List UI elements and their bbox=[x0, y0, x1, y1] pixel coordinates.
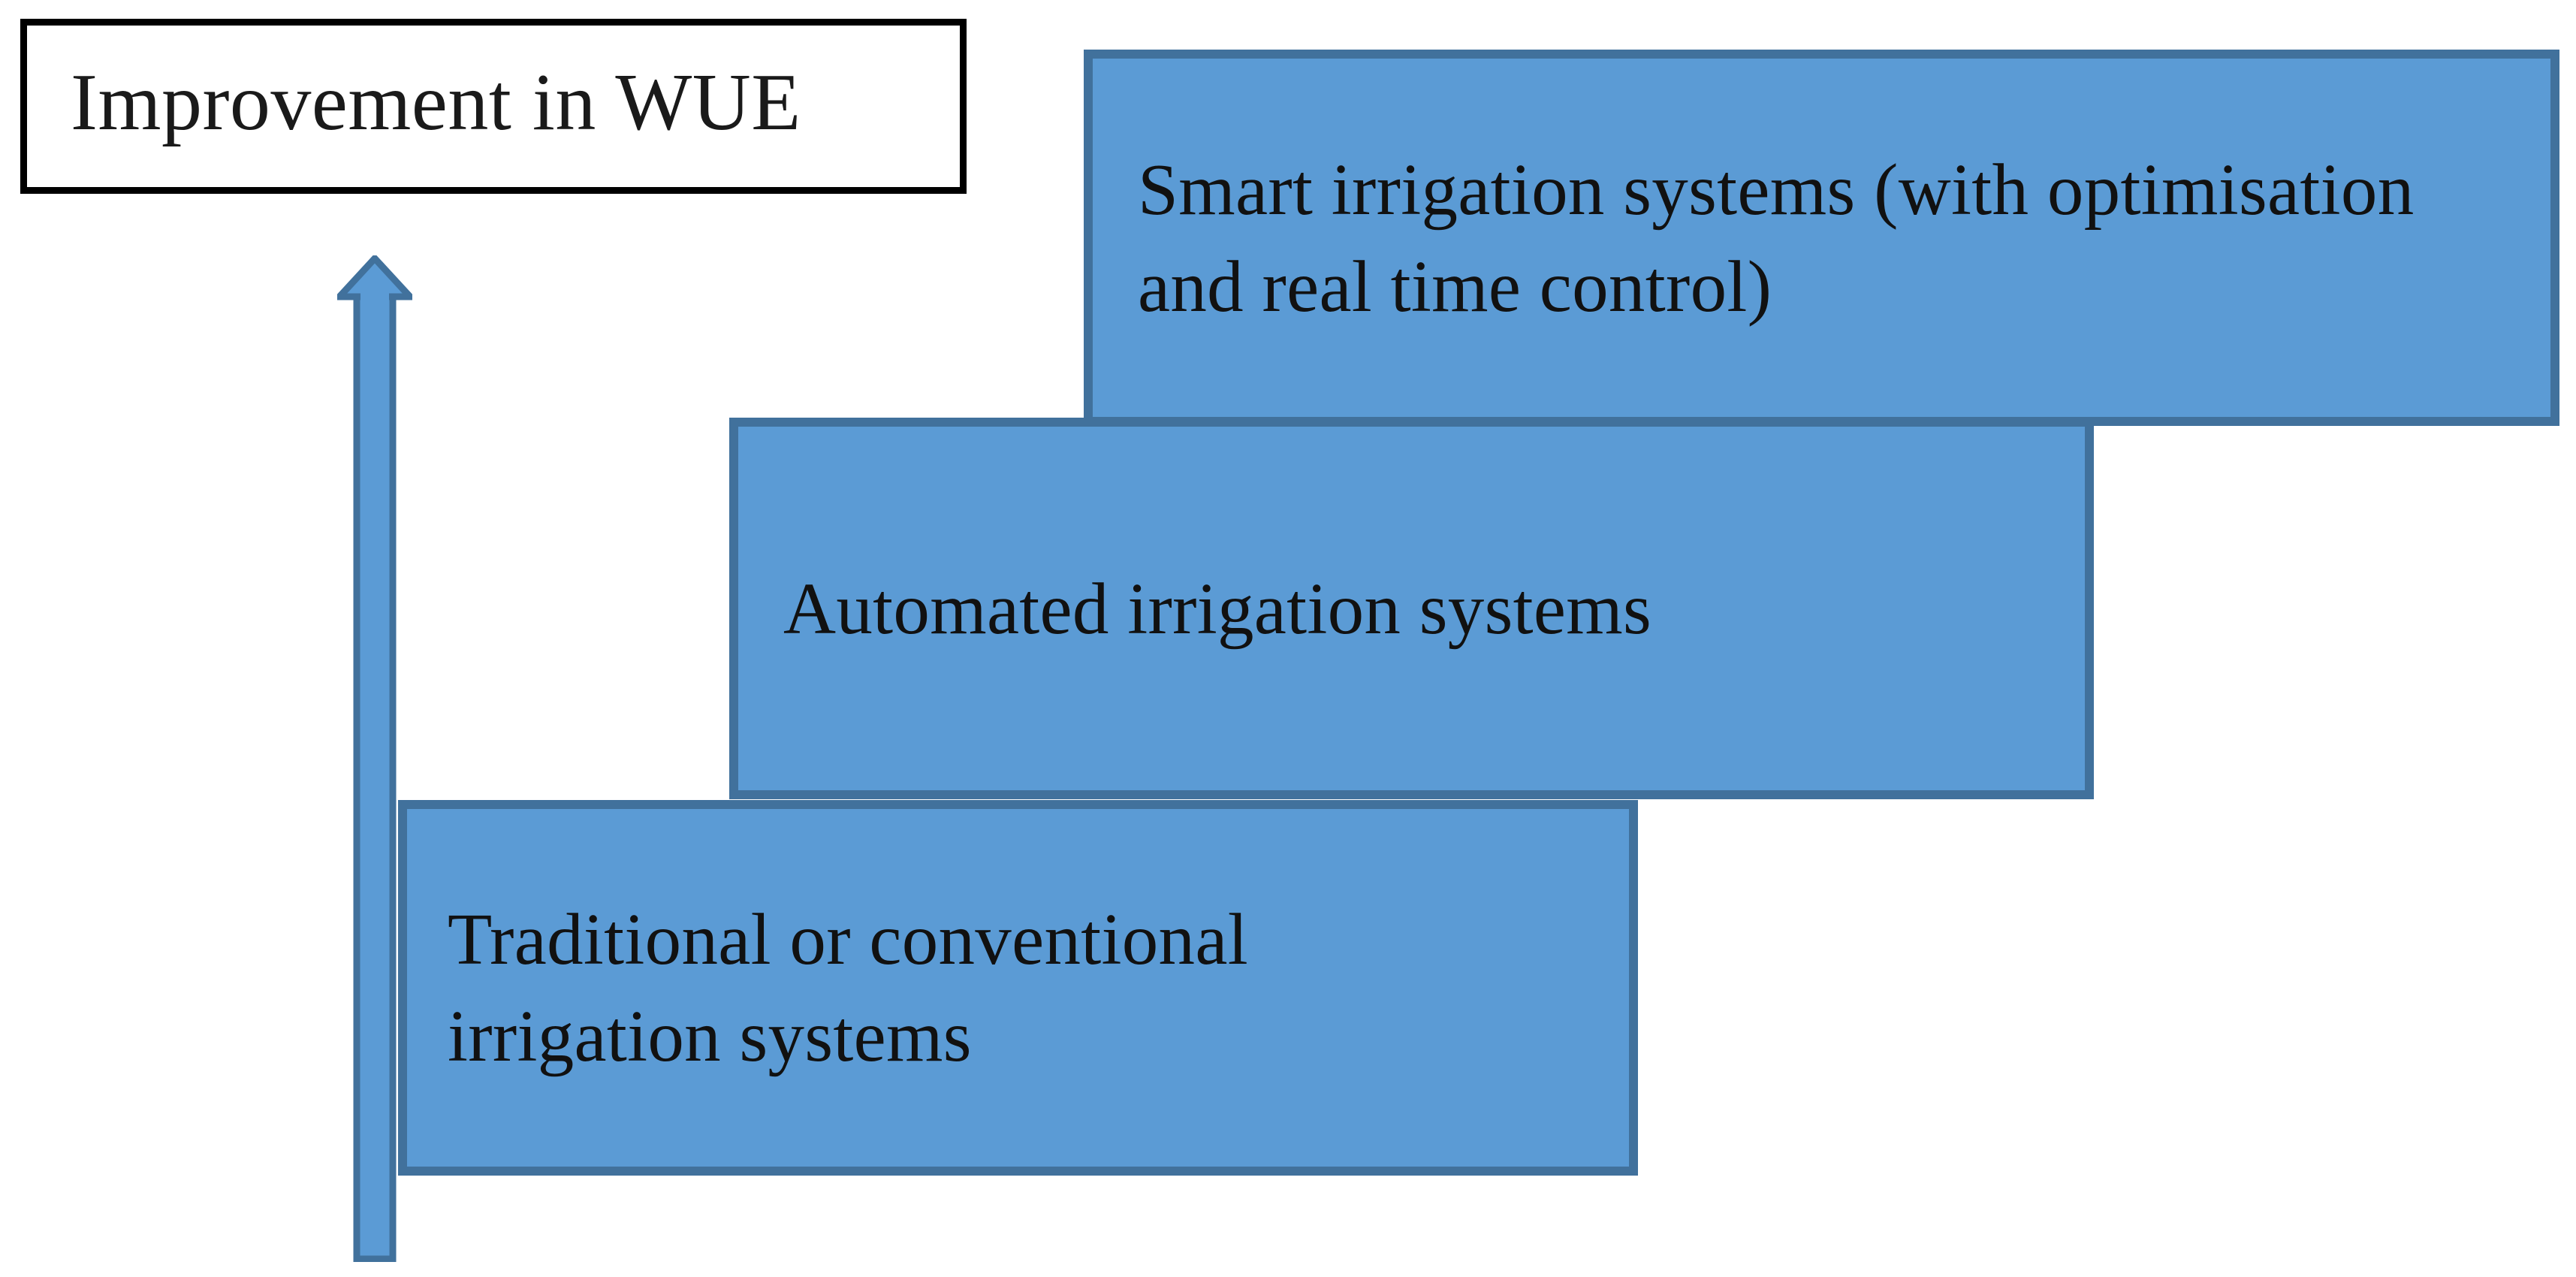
step-box-smart-irrigation[interactable]: Smart irrigation systems (with optimisat… bbox=[1084, 50, 2559, 426]
up-arrow-icon bbox=[337, 255, 412, 1262]
step-box-automated-irrigation[interactable]: Automated irrigation systems bbox=[729, 418, 2094, 799]
wue-label-box: Improvement in WUE bbox=[20, 19, 967, 194]
step-label-smart-irrigation: Smart irrigation systems (with optimisat… bbox=[1138, 149, 2415, 327]
step-box-traditional-irrigation[interactable]: Traditional or conventional irrigation s… bbox=[398, 800, 1638, 1176]
step-label-automated-irrigation: Automated irrigation systems bbox=[783, 568, 1652, 649]
wue-label-text: Improvement in WUE bbox=[71, 58, 801, 147]
step-label-traditional-irrigation: Traditional or conventional irrigation s… bbox=[448, 899, 1248, 1076]
